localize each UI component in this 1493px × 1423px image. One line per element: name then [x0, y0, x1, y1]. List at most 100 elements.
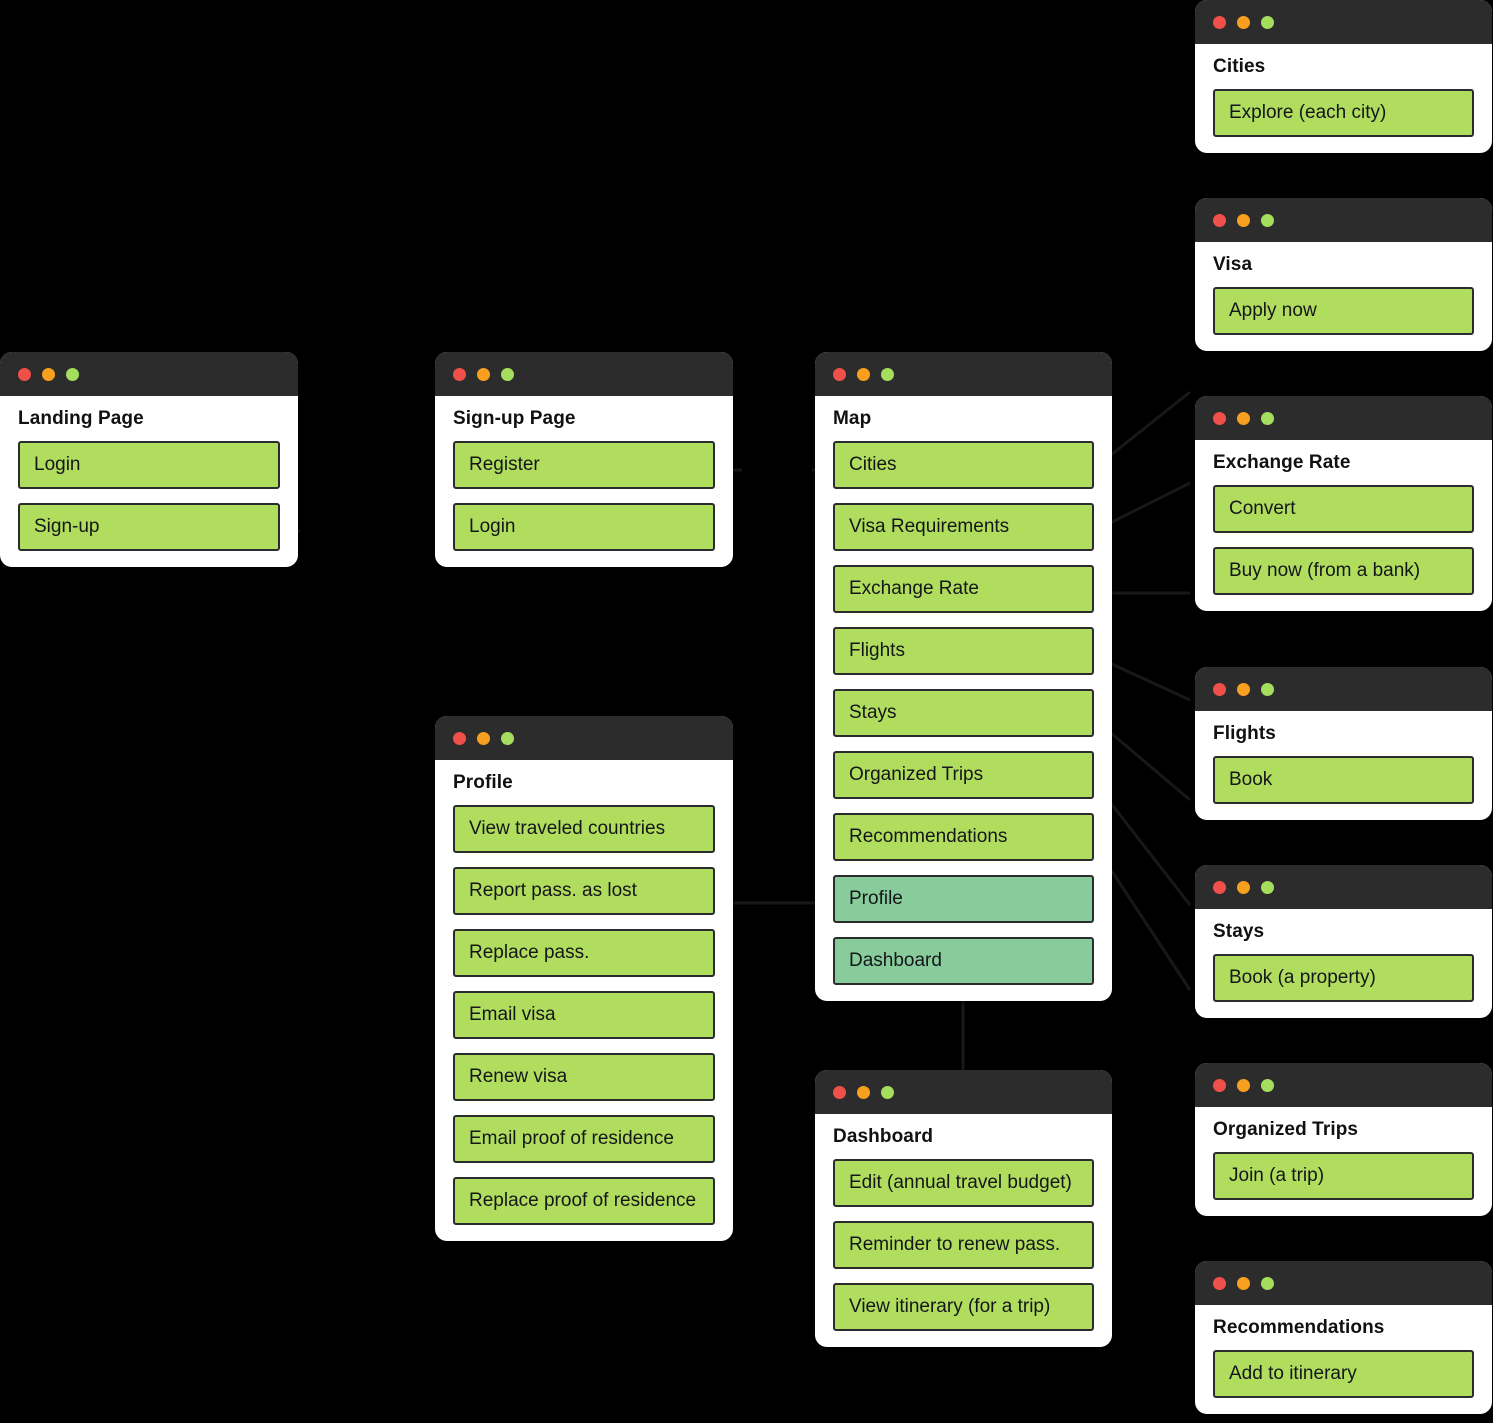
action-convert[interactable]: Convert	[1213, 484, 1474, 533]
zoom-icon[interactable]	[881, 367, 894, 381]
minimize-icon[interactable]	[1237, 213, 1250, 227]
page-title: Visa	[1213, 254, 1253, 275]
action-explore-each-city[interactable]: Explore (each city)	[1213, 88, 1474, 137]
minimize-icon[interactable]	[42, 367, 55, 381]
action-view-itinerary[interactable]: View itinerary (for a trip)	[833, 1282, 1094, 1331]
page-title: Recommendations	[1213, 1317, 1385, 1338]
zoom-icon[interactable]	[1261, 411, 1274, 425]
zoom-icon[interactable]	[881, 1085, 894, 1099]
card-body: Landing Page Login Sign-up	[0, 396, 298, 567]
action-visa-requirements[interactable]: Visa Requirements	[833, 502, 1094, 551]
card-body: Map Cities Visa Requirements Exchange Ra…	[815, 396, 1112, 1001]
window-titlebar	[1195, 1063, 1492, 1107]
zoom-icon[interactable]	[1261, 880, 1274, 894]
action-cities[interactable]: Cities	[833, 440, 1094, 489]
close-icon[interactable]	[1213, 213, 1226, 227]
action-flights[interactable]: Flights	[833, 626, 1094, 675]
action-join-a-trip[interactable]: Join (a trip)	[1213, 1151, 1474, 1200]
action-organized-trips[interactable]: Organized Trips	[833, 750, 1094, 799]
card-cities: Cities Explore (each city)	[1195, 0, 1492, 153]
close-icon[interactable]	[1213, 1078, 1226, 1092]
action-sign-up[interactable]: Sign-up	[18, 502, 280, 551]
card-body: Profile View traveled countries Report p…	[435, 760, 733, 1241]
card-flights: Flights Book	[1195, 667, 1492, 820]
window-titlebar	[0, 352, 298, 396]
card-body: Dashboard Edit (annual travel budget) Re…	[815, 1114, 1112, 1347]
page-title: Map	[833, 408, 872, 429]
page-title: Cities	[1213, 56, 1266, 77]
action-reminder-to-renew-pass[interactable]: Reminder to renew pass.	[833, 1220, 1094, 1269]
window-titlebar	[435, 352, 733, 396]
zoom-icon[interactable]	[1261, 1078, 1274, 1092]
close-icon[interactable]	[1213, 1276, 1226, 1290]
window-titlebar	[815, 352, 1112, 396]
close-icon[interactable]	[453, 367, 466, 381]
card-body: Sign-up Page Register Login	[435, 396, 733, 567]
close-icon[interactable]	[833, 367, 846, 381]
window-titlebar	[815, 1070, 1112, 1114]
close-icon[interactable]	[18, 367, 31, 381]
card-exchange-rate: Exchange Rate Convert Buy now (from a ba…	[1195, 396, 1492, 611]
action-add-to-itinerary[interactable]: Add to itinerary	[1213, 1349, 1474, 1398]
card-sign-up-page: Sign-up Page Register Login	[435, 352, 733, 567]
action-renew-visa[interactable]: Renew visa	[453, 1052, 715, 1101]
page-title: Sign-up Page	[453, 408, 576, 429]
minimize-icon[interactable]	[1237, 411, 1250, 425]
action-replace-pass[interactable]: Replace pass.	[453, 928, 715, 977]
minimize-icon[interactable]	[1237, 15, 1250, 29]
action-login[interactable]: Login	[18, 440, 280, 489]
page-title: Dashboard	[833, 1126, 934, 1147]
close-icon[interactable]	[1213, 411, 1226, 425]
action-book[interactable]: Book	[1213, 755, 1474, 804]
close-icon[interactable]	[1213, 682, 1226, 696]
card-body: Visa Apply now	[1195, 242, 1492, 351]
action-report-pass-as-lost[interactable]: Report pass. as lost	[453, 866, 715, 915]
minimize-icon[interactable]	[1237, 1276, 1250, 1290]
minimize-icon[interactable]	[477, 367, 490, 381]
minimize-icon[interactable]	[1237, 1078, 1250, 1092]
action-edit-annual-travel-budget[interactable]: Edit (annual travel budget)	[833, 1158, 1094, 1207]
minimize-icon[interactable]	[477, 731, 490, 745]
close-icon[interactable]	[1213, 880, 1226, 894]
action-view-traveled-countries[interactable]: View traveled countries	[453, 804, 715, 853]
card-map: Map Cities Visa Requirements Exchange Ra…	[815, 352, 1112, 1001]
card-landing-page: Landing Page Login Sign-up	[0, 352, 298, 567]
action-email-visa[interactable]: Email visa	[453, 990, 715, 1039]
window-titlebar	[1195, 198, 1492, 242]
minimize-icon[interactable]	[857, 1085, 870, 1099]
zoom-icon[interactable]	[1261, 15, 1274, 29]
page-title: Exchange Rate	[1213, 452, 1351, 473]
action-recommendations[interactable]: Recommendations	[833, 812, 1094, 861]
minimize-icon[interactable]	[857, 367, 870, 381]
zoom-icon[interactable]	[501, 731, 514, 745]
window-titlebar	[435, 716, 733, 760]
zoom-icon[interactable]	[1261, 1276, 1274, 1290]
zoom-icon[interactable]	[1261, 213, 1274, 227]
page-title: Organized Trips	[1213, 1119, 1359, 1140]
card-organized-trips: Organized Trips Join (a trip)	[1195, 1063, 1492, 1216]
action-dashboard[interactable]: Dashboard	[833, 936, 1094, 985]
card-body: Recommendations Add to itinerary	[1195, 1305, 1492, 1414]
action-buy-now-from-a-bank[interactable]: Buy now (from a bank)	[1213, 546, 1474, 595]
action-replace-proof-of-residence[interactable]: Replace proof of residence	[453, 1176, 715, 1225]
close-icon[interactable]	[833, 1085, 846, 1099]
close-icon[interactable]	[1213, 15, 1226, 29]
action-profile[interactable]: Profile	[833, 874, 1094, 923]
zoom-icon[interactable]	[501, 367, 514, 381]
card-body: Stays Book (a property)	[1195, 909, 1492, 1018]
action-exchange-rate[interactable]: Exchange Rate	[833, 564, 1094, 613]
minimize-icon[interactable]	[1237, 880, 1250, 894]
card-body: Organized Trips Join (a trip)	[1195, 1107, 1492, 1216]
zoom-icon[interactable]	[1261, 682, 1274, 696]
action-email-proof-of-residence[interactable]: Email proof of residence	[453, 1114, 715, 1163]
page-title: Profile	[453, 772, 513, 793]
action-book-a-property[interactable]: Book (a property)	[1213, 953, 1474, 1002]
action-stays[interactable]: Stays	[833, 688, 1094, 737]
zoom-icon[interactable]	[66, 367, 79, 381]
minimize-icon[interactable]	[1237, 682, 1250, 696]
action-login[interactable]: Login	[453, 502, 715, 551]
action-apply-now[interactable]: Apply now	[1213, 286, 1474, 335]
action-register[interactable]: Register	[453, 440, 715, 489]
close-icon[interactable]	[453, 731, 466, 745]
